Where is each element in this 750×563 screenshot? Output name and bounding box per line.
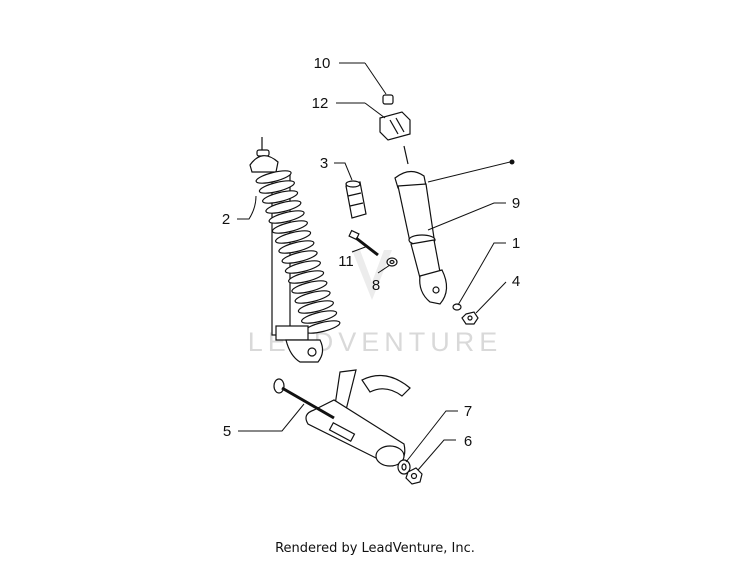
part-10-nut[interactable] bbox=[382, 94, 394, 105]
leader-10-diag bbox=[364, 62, 387, 95]
part-8-washer[interactable] bbox=[386, 257, 398, 267]
reference-dot bbox=[509, 159, 515, 165]
leader-1 bbox=[457, 242, 506, 306]
callout-7: 7 bbox=[464, 403, 472, 420]
leader-4 bbox=[475, 281, 507, 314]
part-9-damper[interactable] bbox=[394, 145, 448, 305]
leader-lines bbox=[237, 62, 515, 471]
swing-arm-frame bbox=[305, 369, 411, 467]
leader-7 bbox=[405, 410, 458, 463]
leader-5 bbox=[238, 403, 305, 432]
callout-12: 12 bbox=[312, 95, 329, 112]
callout-9: 9 bbox=[512, 195, 520, 212]
callout-3: 3 bbox=[320, 155, 328, 172]
part-5-long-bolt[interactable] bbox=[273, 378, 335, 420]
spring-coil-turn bbox=[268, 210, 305, 224]
spring-coil-turn bbox=[278, 240, 315, 254]
leader-2 bbox=[237, 195, 257, 220]
callout-8: 8 bbox=[372, 277, 380, 294]
spring-coil-turn bbox=[255, 170, 292, 184]
watermark-logo-icon bbox=[352, 250, 392, 300]
leader-3 bbox=[334, 162, 353, 181]
spring-coil-turn bbox=[271, 220, 308, 234]
spring-coil-turn bbox=[275, 230, 312, 244]
spring-coil-turn bbox=[284, 260, 321, 274]
callout-5: 5 bbox=[223, 423, 231, 440]
spring-coil-turn bbox=[262, 190, 299, 204]
spring-coil-turn bbox=[291, 280, 328, 294]
spring-coil-turn bbox=[288, 270, 325, 284]
part-1-washer[interactable] bbox=[452, 303, 462, 311]
leader-6 bbox=[417, 439, 456, 471]
part-3-buffer[interactable] bbox=[345, 180, 367, 219]
callout-1: 1 bbox=[512, 235, 520, 252]
leader-12-diag bbox=[364, 102, 386, 119]
callout-6: 6 bbox=[464, 433, 472, 450]
leader-11 bbox=[351, 245, 369, 253]
spring-coil-turn bbox=[301, 310, 338, 324]
spring-coil-turn bbox=[258, 180, 295, 194]
part-4-nut[interactable] bbox=[461, 311, 479, 325]
spring-coil-turn bbox=[265, 200, 302, 214]
leader-8 bbox=[377, 264, 391, 274]
callout-labels: 10 12 3 2 9 1 11 8 4 5 7 6 bbox=[222, 55, 520, 450]
spring-coil-turn bbox=[294, 290, 331, 304]
callout-4: 4 bbox=[512, 273, 520, 290]
callout-2: 2 bbox=[222, 211, 230, 228]
part-12-bushing[interactable] bbox=[379, 111, 411, 141]
part-6-nut[interactable] bbox=[405, 467, 423, 485]
part-7-washer[interactable] bbox=[397, 459, 411, 475]
footer-credit: Rendered by LeadVenture, Inc. bbox=[275, 541, 475, 556]
callout-10: 10 bbox=[314, 55, 331, 72]
spring-coil-turn bbox=[281, 250, 318, 264]
part-2-coil-shock[interactable] bbox=[249, 137, 341, 363]
spring-coil-turn bbox=[297, 300, 334, 314]
leader-9 bbox=[427, 202, 506, 231]
leader-dot bbox=[427, 161, 511, 183]
callout-11: 11 bbox=[338, 253, 354, 270]
